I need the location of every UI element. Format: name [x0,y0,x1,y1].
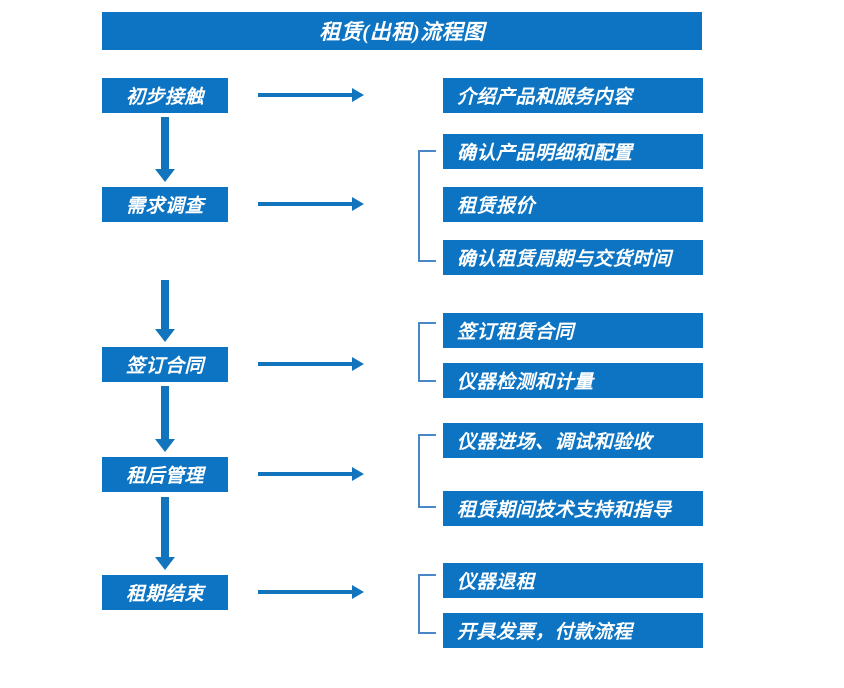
stage-box-4[interactable]: 租后管理 [102,457,228,492]
stage-box-1[interactable]: 初步接触 [102,78,228,113]
detail-box-g3-2[interactable]: 仪器检测和计量 [443,363,703,398]
stage-box-2[interactable]: 需求调查 [102,187,228,222]
vertical-arrow-stage4-to-stage5 [155,497,175,570]
group-bracket-5 [418,574,436,634]
arrow-stem [161,497,169,557]
vertical-arrow-stage1-to-stage2 [155,117,175,182]
vertical-arrow-stage3-to-stage4 [155,386,175,452]
vertical-arrow-stage2-to-stage3 [155,280,175,342]
arrow-head [352,357,364,371]
arrow-head [155,557,175,570]
detail-box-g4-2[interactable]: 租赁期间技术支持和指导 [443,491,703,526]
detail-box-g1-1[interactable]: 介绍产品和服务内容 [443,78,703,113]
arrow-head [352,197,364,211]
group-bracket-3 [418,322,436,382]
arrow-head [352,467,364,481]
horizontal-arrow-stage1 [258,88,364,102]
arrow-head [155,439,175,452]
arrow-shaft [258,472,354,476]
arrow-stem [161,117,169,169]
group-bracket-2 [418,150,436,262]
detail-box-g3-1[interactable]: 签订租赁合同 [443,313,703,348]
detail-box-g2-2[interactable]: 租赁报价 [443,187,703,222]
arrow-head [155,169,175,182]
arrow-head [352,88,364,102]
detail-box-g4-1[interactable]: 仪器进场、调试和验收 [443,423,703,458]
detail-box-g5-2[interactable]: 开具发票，付款流程 [443,613,703,648]
arrow-head [352,585,364,599]
horizontal-arrow-stage4 [258,467,364,481]
arrow-shaft [258,202,354,206]
arrow-shaft [258,362,354,366]
stage-box-3[interactable]: 签订合同 [102,347,228,382]
group-bracket-4 [418,434,436,508]
arrow-stem [161,280,169,329]
arrow-shaft [258,590,354,594]
chart-title-bar: 租赁(出租)流程图 [102,12,702,50]
arrow-shaft [258,93,354,97]
detail-box-g5-1[interactable]: 仪器退租 [443,563,703,598]
horizontal-arrow-stage3 [258,357,364,371]
detail-box-g2-3[interactable]: 确认租赁周期与交货时间 [443,240,703,275]
detail-box-g2-1[interactable]: 确认产品明细和配置 [443,134,703,169]
horizontal-arrow-stage2 [258,197,364,211]
arrow-head [155,329,175,342]
stage-box-5[interactable]: 租期结束 [102,575,228,610]
arrow-stem [161,386,169,439]
horizontal-arrow-stage5 [258,585,364,599]
